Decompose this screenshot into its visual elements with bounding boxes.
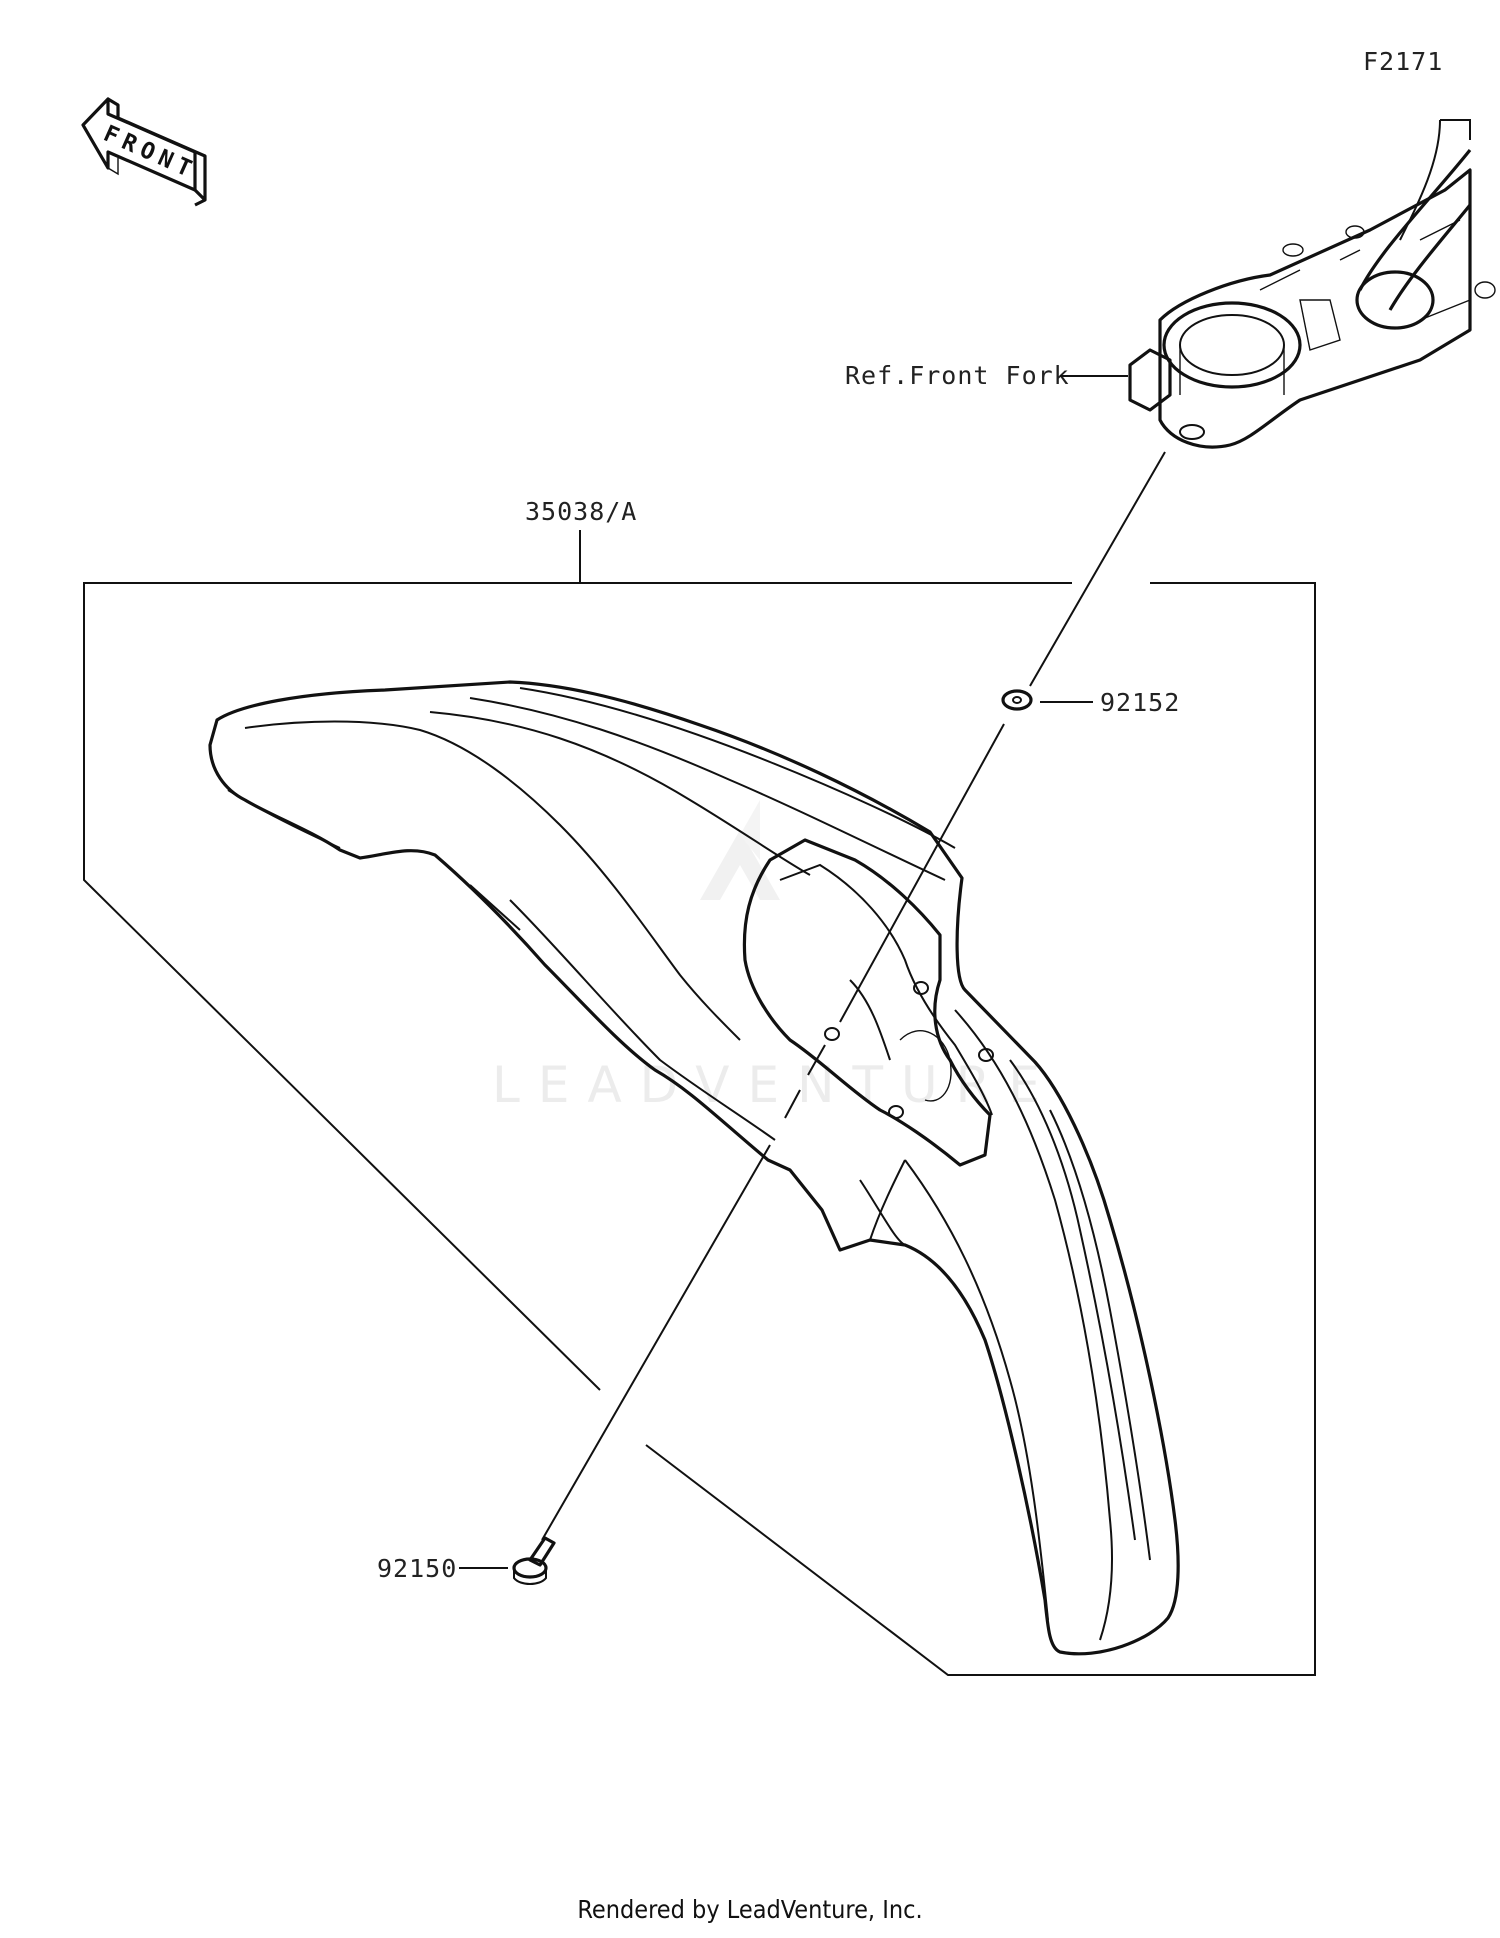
washer-part-number: 92152 bbox=[1100, 688, 1180, 717]
diagram-id: F2171 bbox=[1363, 47, 1443, 76]
bolt-92150 bbox=[512, 1536, 556, 1585]
leadventure-watermark: LEADVENTURE bbox=[492, 800, 1058, 1114]
front-fender bbox=[208, 680, 1180, 1656]
watermark-text: LEADVENTURE bbox=[492, 1056, 1058, 1114]
assembly-part-number: 35038/A bbox=[525, 497, 637, 526]
fork-ref-label: Ref.Front Fork bbox=[845, 361, 1070, 390]
front-direction-arrow: FRONT bbox=[81, 97, 207, 207]
front-fork-clamp bbox=[1128, 119, 1496, 449]
footer-credit: Rendered by LeadVenture, Inc. bbox=[577, 1895, 923, 1924]
washer-92152 bbox=[1001, 689, 1033, 711]
assembly-bracket bbox=[83, 530, 1316, 1676]
bolt-part-number: 92150 bbox=[377, 1554, 457, 1583]
